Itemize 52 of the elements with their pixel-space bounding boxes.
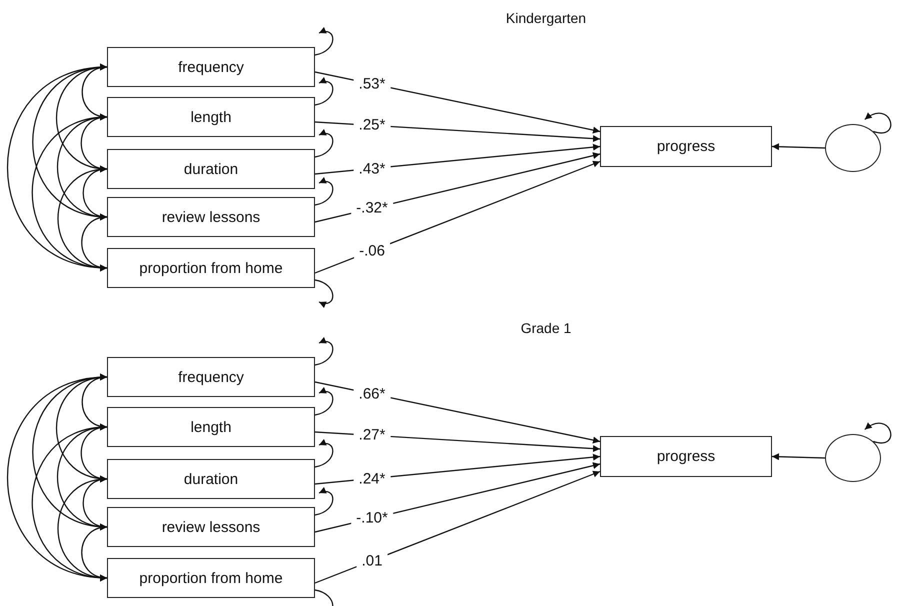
panel-title: Grade 1 (520, 320, 572, 336)
variable-name: progress (656, 448, 716, 465)
variable-name: duration (184, 160, 238, 178)
covariance-arrow (32, 114, 108, 271)
covariance-arrow (81, 214, 108, 271)
self-loop-arrow (314, 440, 334, 468)
variable-box (600, 436, 772, 477)
variable-name: progress (656, 138, 716, 155)
variable-name: length (190, 108, 232, 126)
arrow (314, 470, 600, 584)
error-term-circle (825, 434, 881, 482)
self-loop-arrow (314, 130, 334, 158)
variable-box (600, 126, 772, 167)
variable-box (107, 47, 315, 87)
variable-box (107, 459, 315, 499)
self-loop-arrow (314, 178, 334, 206)
variable-name: review lessons (162, 208, 260, 226)
self-loop-arrow (864, 112, 892, 134)
panel-title: Kindergarten (506, 10, 586, 26)
variable-box (107, 357, 315, 397)
variable-box (107, 197, 315, 237)
error-term-circle (825, 124, 881, 172)
variable-box (107, 97, 315, 137)
self-loop-arrow (314, 28, 334, 56)
self-loop-arrow (314, 388, 334, 416)
variable-name: duration (184, 470, 238, 488)
variable-box (107, 149, 315, 189)
variable-name: length (190, 418, 232, 436)
variable-box (107, 507, 315, 547)
covariance-arrow (81, 524, 108, 581)
covariance-arrow (7, 374, 108, 581)
self-loop-arrow (314, 279, 334, 308)
variable-box (107, 558, 315, 598)
self-loop-arrow (314, 488, 334, 516)
covariance-arrow (57, 476, 108, 581)
variable-name: frequency (178, 368, 244, 386)
variable-box (107, 248, 315, 288)
variable-name: proportion from home (139, 260, 283, 276)
self-loop-arrow (314, 589, 334, 606)
variable-name: proportion from home (139, 570, 283, 586)
variable-name: frequency (178, 58, 244, 76)
covariance-arrow (7, 64, 108, 271)
arrow (772, 143, 826, 150)
arrow (772, 453, 826, 460)
self-loop-arrow (864, 422, 892, 444)
self-loop-arrow (314, 338, 334, 366)
variable-box (107, 407, 315, 447)
covariance-arrow (57, 166, 108, 271)
variable-name: review lessons (162, 518, 260, 536)
edge-label: -.06 (354, 240, 390, 262)
self-loop-arrow (314, 78, 334, 106)
covariance-arrow (32, 424, 108, 581)
